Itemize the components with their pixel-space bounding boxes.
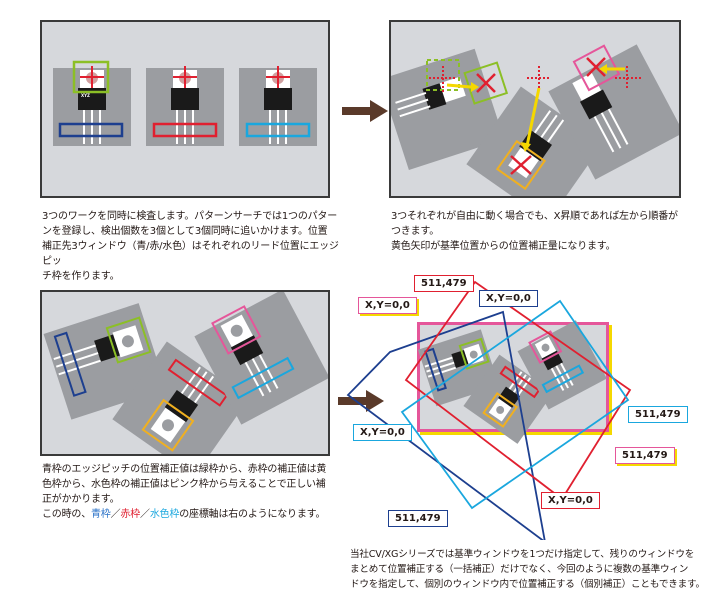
workpiece-3	[239, 66, 317, 146]
separator: ／	[140, 509, 150, 520]
caption-line: 当社CV/XGシリーズでは基準ウィンドウを1つだけ指定して、残りのウィンドウを	[350, 549, 695, 560]
red-frame-term: 赤枠	[120, 509, 141, 520]
workpiece-1	[391, 48, 505, 171]
cyan-edge-window	[231, 356, 295, 400]
caption-line: チ枠を作ります。	[42, 271, 120, 282]
caption-text: この時の、	[42, 509, 91, 520]
caption-line: 黄色矢印が基準位置からの位置補正量になります。	[391, 241, 616, 252]
red-origin-label: X,Y=0,0	[541, 492, 600, 509]
caption-bottom-left: 青枠のエッジピッチの位置補正値は緑枠から、赤枠の補正値は黄 色枠から、水色枠の補…	[42, 462, 352, 522]
caption-line: まとめて位置補正する（一括補正）だけでなく、今回のように複数の基準ウィン	[350, 564, 689, 575]
crosshair-moved-3	[586, 57, 606, 77]
panel-moved-drawing	[391, 44, 679, 196]
caption-line: 正がかかります。	[42, 494, 120, 505]
caption-line: 補正先3ウィンドウ（青/赤/水色）はそれぞれのリード位置にエッジピッ	[42, 241, 339, 267]
red-edge-window	[167, 358, 229, 407]
yellow-offset-arrow	[525, 87, 541, 147]
panel-initial-state: XYZ	[40, 20, 330, 198]
pink-reference-moved	[572, 44, 621, 92]
red-edge-window	[152, 122, 218, 138]
orange-reference-window	[141, 398, 195, 452]
cyan-frame-term: 水色枠	[149, 509, 180, 520]
right-arrow-icon	[342, 100, 388, 122]
caption-line: つきます。	[391, 226, 439, 237]
crosshair-original-2	[527, 66, 551, 90]
caption-line: ドウを指定して、個別のウィンドウ内で位置補正する（個別補正）こともできます。	[350, 579, 705, 590]
crosshair-original-1	[429, 66, 455, 92]
caption-top-right: 3つそれぞれが自由に動く場合でも、X昇順であれば左から順番が つきます。 黄色矢…	[391, 209, 701, 254]
panel-edge-windows	[40, 290, 330, 456]
workpiece-1: XYZ	[53, 60, 131, 146]
pink-origin-label: X,Y=0,0	[358, 297, 417, 314]
crosshair-original-3	[615, 66, 641, 90]
cyan-origin-label: X,Y=0,0	[353, 424, 412, 441]
caption-line: ンを登録し、検出個数を3個として3個同時に追いかけます。位置	[42, 226, 328, 237]
caption-line: 3つのワークを同時に検査します。パターンサーチでは1つのパター	[42, 211, 338, 222]
coordinate-diagram	[346, 280, 632, 540]
cyan-coordinate-frame	[400, 299, 630, 510]
workpiece-2	[112, 341, 249, 454]
red-max-label: 511,479	[414, 275, 474, 292]
blue-frame-term: 青枠	[91, 509, 111, 520]
blue-edge-window	[58, 122, 124, 138]
crosshair-moved-2	[510, 155, 532, 175]
blue-edge-window	[53, 331, 87, 397]
cyan-edge-window	[245, 122, 311, 138]
caption-text: の座標軸は右のようになります。	[179, 509, 326, 520]
caption-line: 色枠から、水色枠の補正値はピンク枠から与えることで正しい補	[42, 479, 326, 490]
workpiece-3	[194, 292, 328, 425]
panel-edge-drawing	[43, 292, 328, 454]
green-reference-window	[72, 60, 110, 94]
blue-origin-label: X,Y=0,0	[479, 290, 538, 307]
separator: ／	[110, 509, 121, 520]
caption-line: 3つそれぞれが自由に動く場合でも、X昇順であれば左から順番が	[391, 211, 678, 222]
caption-line: 青枠のエッジピッチの位置補正値は緑枠から、赤枠の補正値は黄	[42, 464, 327, 475]
blue-max-label: 511,479	[388, 510, 448, 527]
blue-coordinate-frame	[346, 310, 546, 540]
caption-bottom-right: 当社CV/XGシリーズでは基準ウィンドウを1つだけ指定して、残りのウィンドウを …	[350, 547, 720, 592]
green-reference-window	[105, 316, 152, 364]
right-arrow-icon	[338, 390, 384, 412]
pink-max-label: 511,479	[615, 447, 675, 464]
yellow-offset-arrow	[446, 83, 472, 89]
part-label: XYZ	[81, 93, 90, 98]
cyan-max-label: 511,479	[628, 406, 688, 423]
crosshair-moved-1	[476, 73, 496, 93]
caption-top-left: 3つのワークを同時に検査します。パターンサーチでは1つのパター ンを登録し、検出…	[42, 209, 342, 284]
workpiece-2	[146, 66, 224, 146]
red-coordinate-frame	[404, 280, 632, 501]
panel-moved-state	[389, 20, 681, 198]
pink-reference-window	[211, 305, 262, 355]
orange-reference-moved	[495, 139, 547, 191]
caption-line-colored: この時の、青枠／赤枠／水色枠の座標軸は右のようになります。	[42, 507, 352, 522]
panel-initial-drawing: XYZ	[53, 60, 317, 146]
